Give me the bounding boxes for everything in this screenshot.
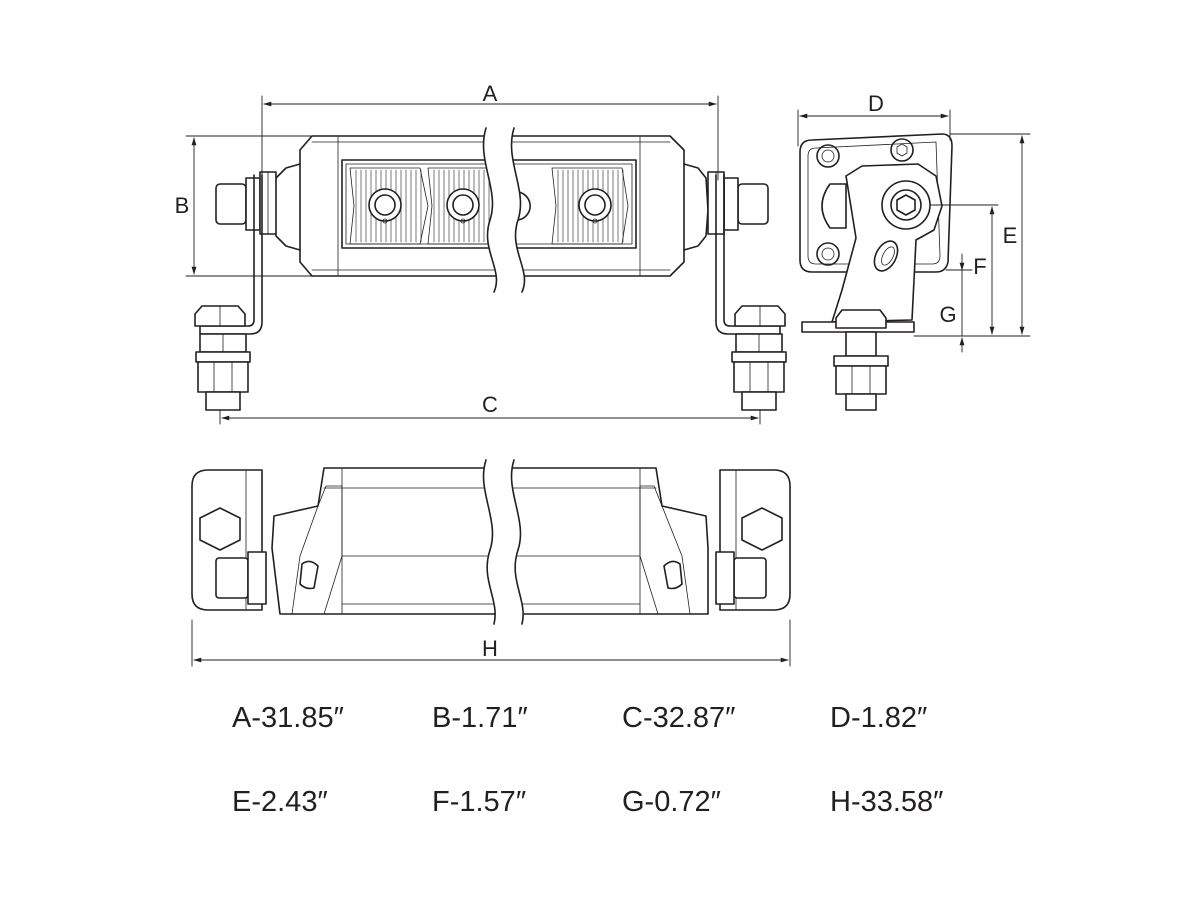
dim-label-b: B: [175, 193, 190, 218]
break-symbol-front: [482, 127, 526, 293]
side-slot-inner: [881, 246, 895, 266]
side-bolt-top-left: [816, 144, 840, 168]
pivot-bolt: [881, 180, 931, 230]
top-stud-left: [215, 557, 249, 599]
bolt-assembly-right: [731, 305, 787, 411]
top-end-wedge-right: [639, 485, 691, 615]
top-end-wedge-left: [291, 485, 343, 615]
top-hex-nut-right: [741, 507, 783, 551]
led-lens-1: [368, 188, 402, 224]
front-end-cap-left: [273, 163, 301, 251]
side-housing: [799, 133, 953, 273]
dim-label-f: F: [973, 254, 986, 279]
side-nut-top: [835, 309, 887, 329]
top-ear-left: [191, 469, 263, 611]
top-view: [191, 459, 791, 625]
top-stud-right: [733, 557, 767, 599]
spec-g: G-0.72″: [622, 786, 721, 818]
side-mount-arm: [831, 163, 943, 323]
top-hex-nut-left: [199, 507, 241, 551]
top-housing: [271, 467, 709, 615]
hex-socket-icon: [896, 194, 916, 216]
front-housing: [299, 135, 685, 277]
side-view: [799, 133, 953, 411]
side-lock-washer: [833, 355, 889, 367]
side-bolt-bottom-left: [816, 242, 840, 266]
side-lens-profile: [821, 183, 847, 229]
dimension-lines: [185, 95, 1031, 667]
led-lens-3: [578, 188, 612, 224]
reflector-cell-1: [349, 167, 429, 245]
spec-b: B-1.71″: [432, 702, 528, 734]
mount-stud-left: [215, 171, 277, 235]
spec-a: A-31.85″: [232, 702, 344, 734]
side-slot: [873, 240, 899, 272]
dim-label-g: G: [939, 302, 956, 327]
side-bolt-end: [845, 393, 877, 411]
side-washer: [845, 331, 877, 357]
dim-label-d: D: [868, 91, 884, 116]
spec-h: H-33.58″: [830, 786, 944, 818]
spec-c: C-32.87″: [622, 702, 736, 734]
dim-label-c: C: [482, 392, 498, 417]
top-ear-right: [719, 469, 791, 611]
reflector-cell-3: [551, 167, 629, 245]
side-nut-bottom: [835, 365, 887, 395]
break-symbol-top: [482, 459, 524, 625]
bracket-right: [715, 174, 781, 335]
side-housing-inner: [807, 141, 941, 265]
front-end-cap-right: [683, 163, 709, 251]
mount-stud-right: [707, 171, 769, 235]
spec-d: D-1.82″: [830, 702, 928, 734]
bolt-assembly-left: [194, 305, 251, 411]
dim-label-e: E: [1003, 223, 1018, 248]
dim-label-a: A: [483, 81, 498, 106]
side-bolt-top-right: [890, 138, 914, 162]
pivot-bolt-head: [890, 189, 922, 221]
dim-label-h: H: [482, 636, 498, 661]
spec-f: F-1.57″: [432, 786, 527, 818]
spec-e: E-2.43″: [232, 786, 328, 818]
front-view: [194, 127, 787, 411]
led-lens-2: [446, 188, 480, 224]
bracket-left: [199, 174, 263, 335]
